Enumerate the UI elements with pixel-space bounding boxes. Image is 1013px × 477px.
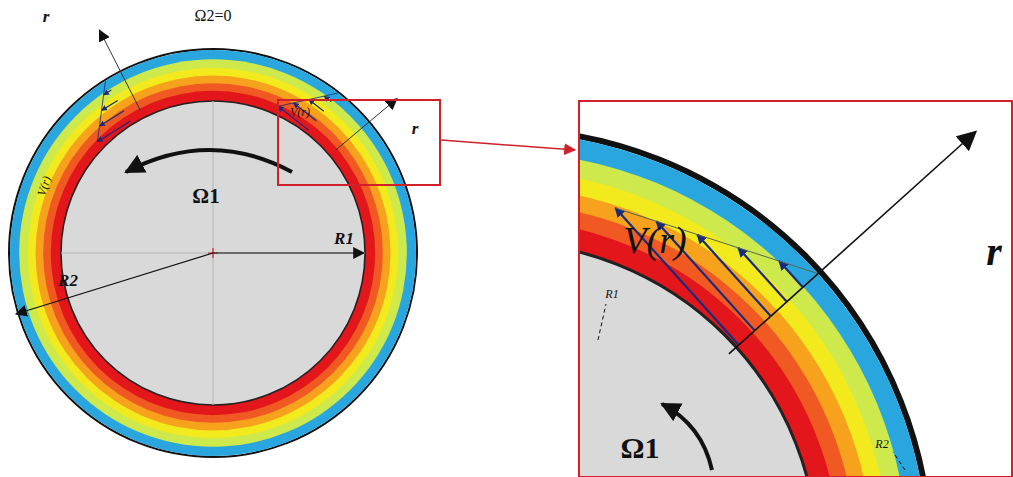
velocity-arrow — [99, 111, 124, 126]
inset-frame — [579, 101, 1012, 477]
zoom-pointer — [441, 140, 575, 150]
velocity-band — [579, 171, 890, 477]
axis-label: r — [43, 8, 50, 25]
radius-label: R2 — [58, 272, 78, 289]
radius-label: R1 — [605, 288, 618, 300]
velocity-label: V(r) — [290, 106, 310, 118]
outer-cylinder — [579, 129, 931, 477]
velocity-arrow — [615, 208, 738, 345]
velocity-arrow — [104, 90, 112, 95]
zoom-box — [278, 100, 440, 185]
radial-axis — [336, 99, 397, 150]
radius-leader — [598, 304, 606, 340]
velocity-band — [579, 204, 857, 477]
velocity-band — [579, 152, 908, 477]
angular-velocity-label: Ω1 — [192, 186, 219, 207]
inner-cylinder — [579, 242, 818, 477]
velocity-label: V(r) — [623, 221, 686, 259]
radial-axis — [729, 132, 976, 354]
radius-arrow — [16, 253, 213, 314]
cylinder-figure — [9, 30, 440, 457]
inset-figure — [579, 101, 1012, 477]
velocity-band — [51, 91, 375, 415]
radius-leader — [893, 452, 905, 470]
velocity-profile — [615, 208, 818, 274]
velocity-band — [579, 187, 873, 477]
rotation-arrow — [126, 150, 292, 172]
velocity-profile — [97, 81, 105, 142]
radius-arrow — [213, 252, 364, 253]
boundary-condition: Ω2=0 — [195, 8, 232, 24]
velocity-arrow — [102, 100, 118, 110]
radius-label: R2 — [875, 438, 888, 450]
velocity-band — [579, 132, 928, 477]
velocity-arrow — [309, 100, 324, 112]
radial-axis — [100, 30, 141, 110]
angular-velocity-label: Ω1 — [620, 433, 659, 463]
velocity-label: V(r) — [35, 175, 53, 198]
velocity-band — [10, 50, 416, 456]
rotation-arrow — [662, 404, 712, 470]
radius-label: R1 — [334, 230, 354, 247]
axis-label: r — [986, 232, 1002, 272]
velocity-band — [579, 220, 840, 477]
axis-label: r — [412, 120, 419, 137]
outer-cylinder — [9, 49, 417, 457]
